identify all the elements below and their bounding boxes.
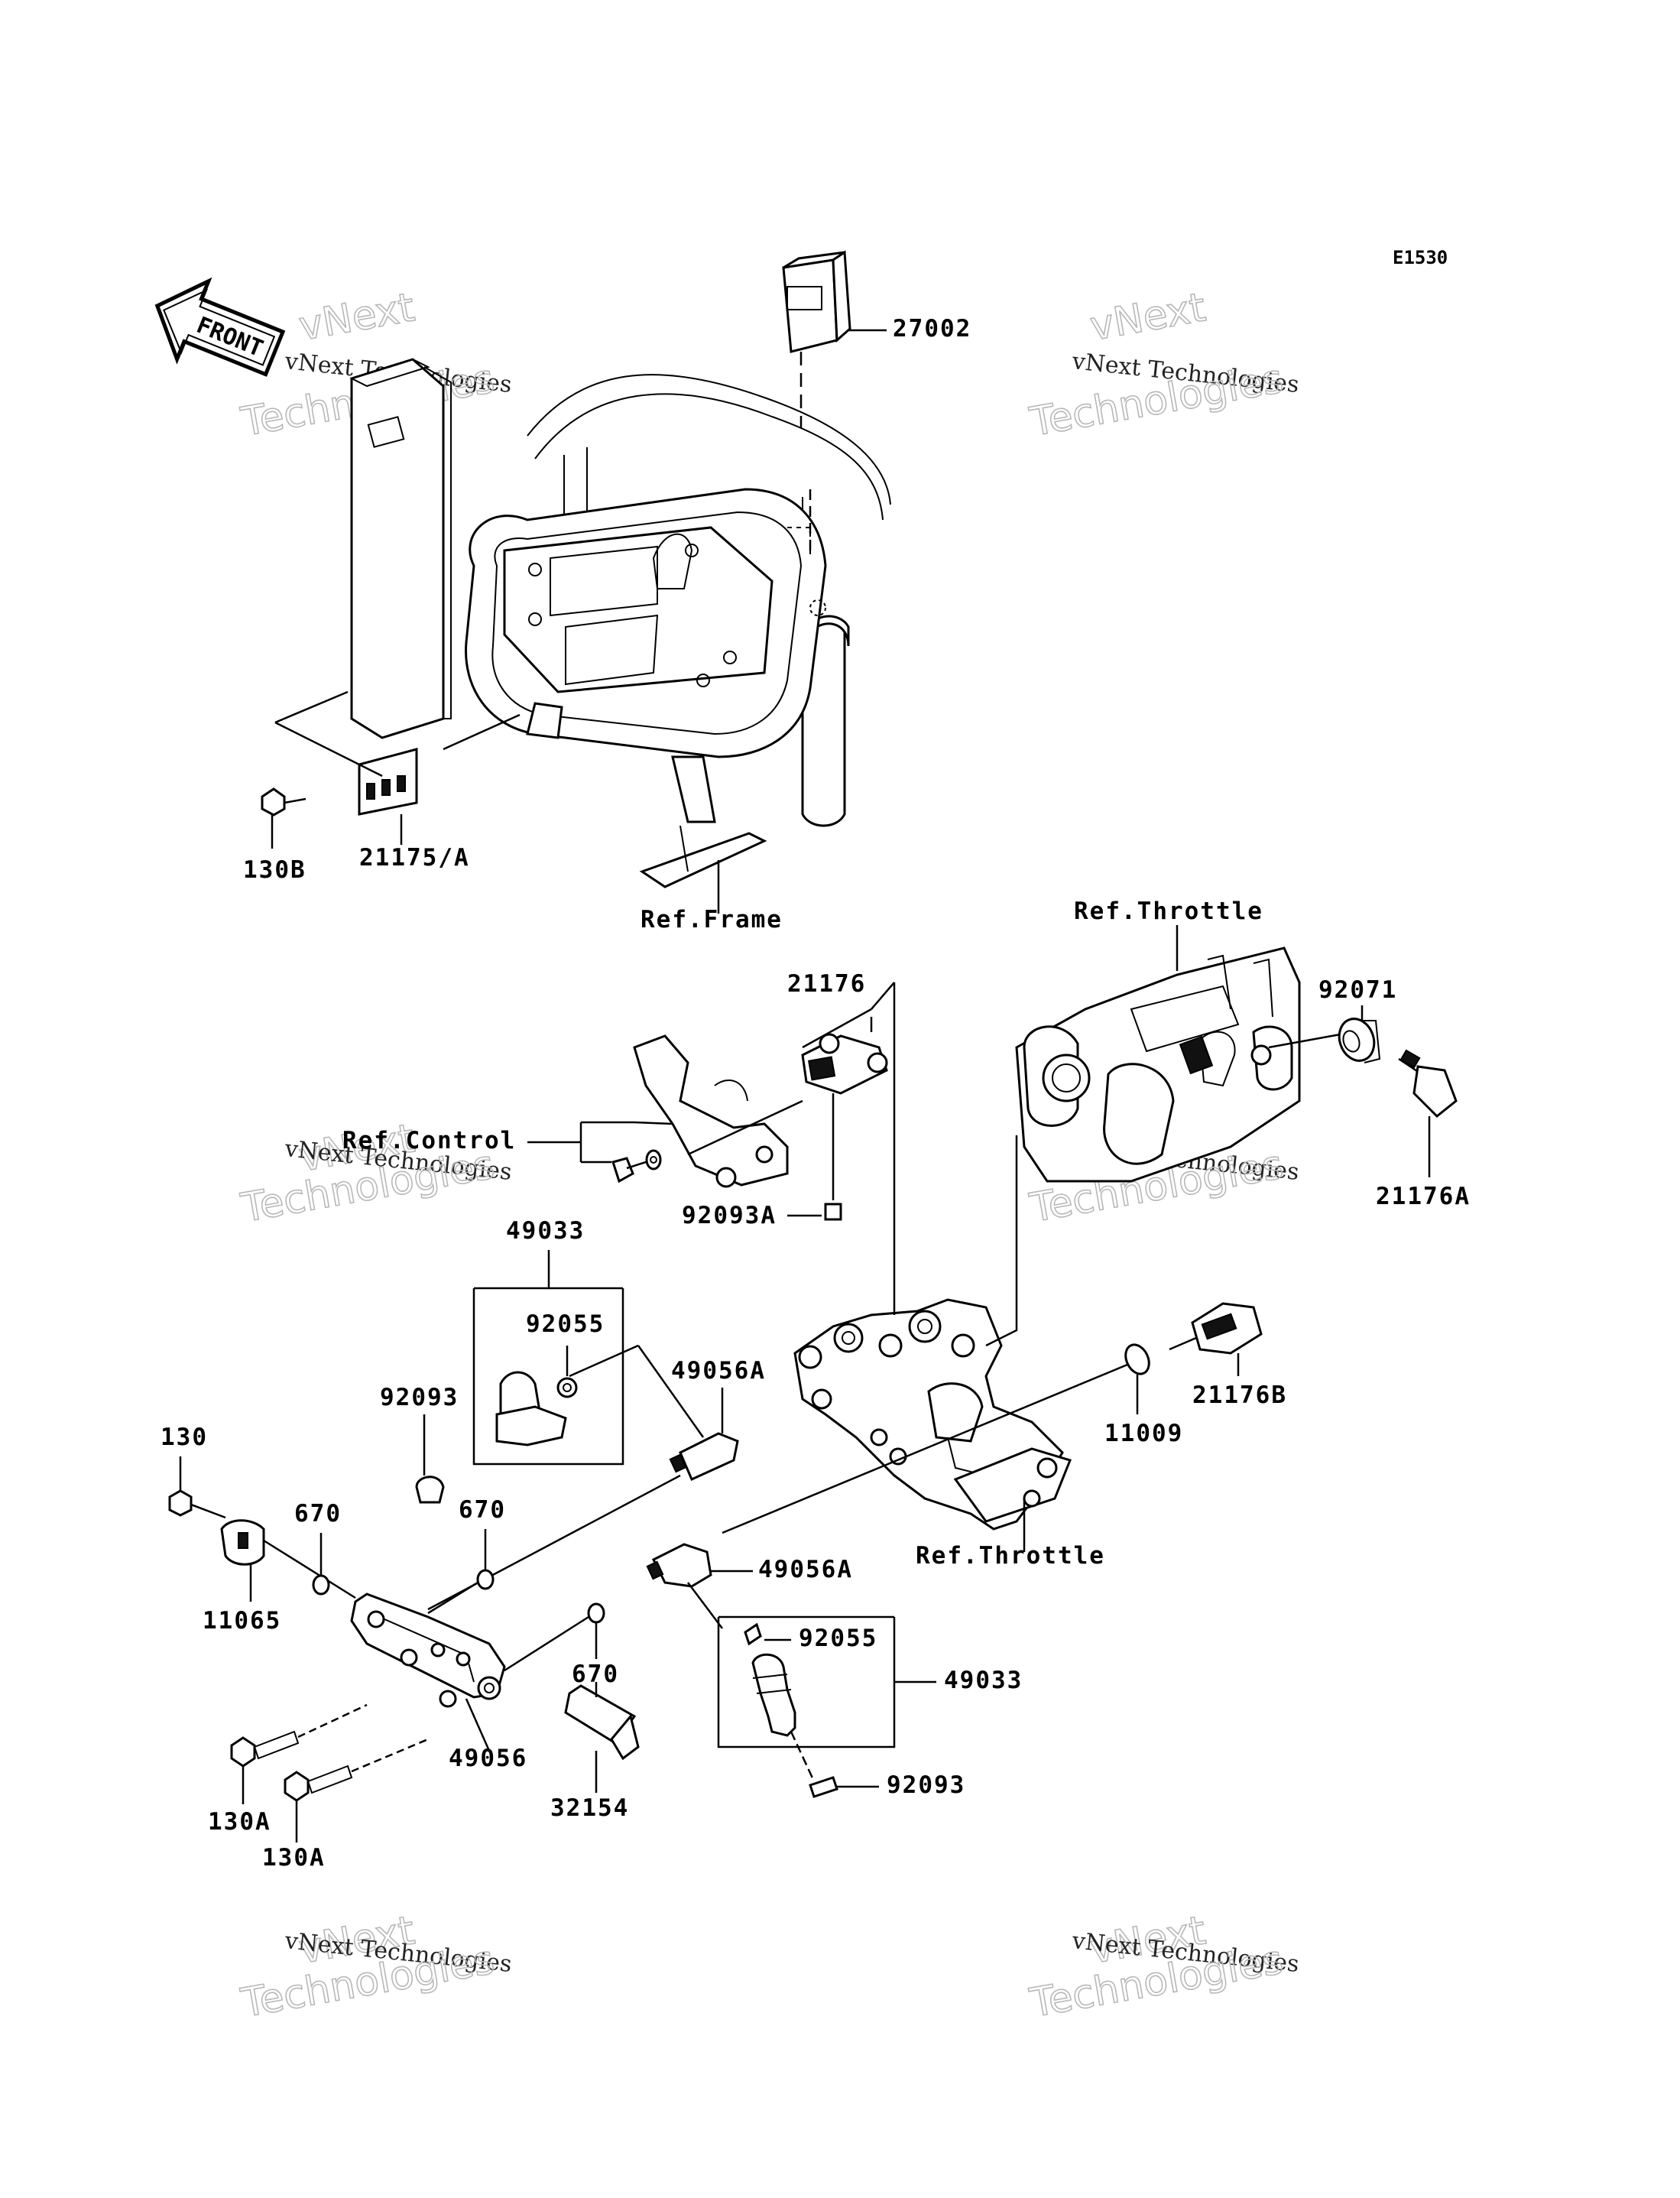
callout-670-bottom: 670 bbox=[572, 1661, 619, 1688]
injector-49033-upper-drawing bbox=[415, 1344, 639, 1504]
sensor-21176b-drawing bbox=[1169, 1302, 1263, 1376]
callout-21176a: 21176A bbox=[1376, 1183, 1471, 1210]
callout-ref-frame: Ref.Frame bbox=[641, 906, 783, 933]
callout-49033-upper: 49033 bbox=[506, 1217, 585, 1245]
watermark-bottom-left: vNext vNext Technologies Technologies bbox=[237, 1907, 513, 2028]
injector-49033-lower-drawing bbox=[744, 1622, 838, 1798]
relay-27002-drawing bbox=[782, 250, 851, 428]
svg-text:vNext: vNext bbox=[296, 284, 418, 349]
gasket-11009-drawing bbox=[1124, 1343, 1150, 1414]
bolt-130-drawing bbox=[168, 1489, 226, 1519]
leader-21176 bbox=[802, 1008, 872, 1049]
holder-49056a-upper-drawing bbox=[637, 1345, 739, 1481]
callout-130a-upper: 130A bbox=[208, 1808, 271, 1836]
callout-ref-control: Ref.Control bbox=[342, 1127, 516, 1154]
callout-92071: 92071 bbox=[1318, 976, 1397, 1004]
clamp-11065-drawing bbox=[220, 1519, 356, 1599]
leader-throttle-manifold bbox=[985, 1135, 1018, 1347]
watermark-top-right: vNext vNext Technologies Technologies bbox=[1026, 284, 1300, 446]
callout-130a-lower: 130A bbox=[262, 1844, 326, 1872]
callout-92093-lower: 92093 bbox=[887, 1771, 965, 1799]
callout-92093-upper: 92093 bbox=[380, 1384, 459, 1411]
callout-49056a-lower: 49056A bbox=[758, 1556, 853, 1583]
callout-11009: 11009 bbox=[1104, 1420, 1183, 1447]
callout-92093a: 92093A bbox=[682, 1202, 777, 1229]
svg-text:vNext: vNext bbox=[1087, 284, 1209, 349]
callout-92055-upper: 92055 bbox=[526, 1310, 605, 1338]
front-direction-arrow-icon: FRONT bbox=[154, 277, 286, 377]
callout-49056: 49056 bbox=[449, 1745, 527, 1772]
bolt-130a-upper-drawing bbox=[230, 1703, 368, 1768]
control-bracket-drawing bbox=[579, 1034, 803, 1188]
holder-49056a-lower-drawing bbox=[646, 1543, 723, 1629]
grommet-92071-drawing bbox=[1338, 1018, 1381, 1063]
callout-ref-throttle-bottom: Ref.Throttle bbox=[916, 1542, 1105, 1570]
bolt-130b-drawing bbox=[261, 787, 306, 817]
oring-670-left-drawing bbox=[312, 1574, 330, 1596]
oring-670-middle-drawing bbox=[476, 1569, 495, 1590]
callout-27002: 27002 bbox=[893, 315, 971, 343]
callout-21176: 21176 bbox=[787, 970, 866, 998]
fitting-32154-drawing bbox=[564, 1682, 640, 1761]
watermark-bottom-right: vNext vNext Technologies Technologies bbox=[1026, 1907, 1300, 2028]
leader-49056 bbox=[465, 1698, 491, 1752]
callout-32154: 32154 bbox=[550, 1794, 629, 1822]
bolt-130a-lower-drawing bbox=[284, 1738, 429, 1802]
intake-manifold-drawing bbox=[793, 1298, 1072, 1531]
callout-670-left: 670 bbox=[294, 1500, 342, 1528]
diagram-code: E1530 bbox=[1393, 247, 1448, 268]
oring-670-bottom-drawing bbox=[587, 1602, 605, 1624]
callout-49033-lower: 49033 bbox=[944, 1667, 1023, 1694]
throttle-body-drawing bbox=[1015, 946, 1354, 1183]
callout-21176b: 21176B bbox=[1192, 1381, 1287, 1409]
fuel-rail-49056-drawing bbox=[350, 1592, 506, 1708]
callout-11065: 11065 bbox=[203, 1607, 281, 1635]
leader-manifold-injector bbox=[722, 1363, 1128, 1534]
frame-rack-drawing bbox=[465, 374, 891, 888]
ecu-21175-drawing bbox=[274, 358, 521, 816]
callout-92055-lower: 92055 bbox=[799, 1625, 877, 1652]
callout-ref-throttle-top: Ref.Throttle bbox=[1074, 898, 1263, 925]
callout-670-middle: 670 bbox=[459, 1496, 506, 1524]
callout-21175a: 21175/A bbox=[359, 844, 470, 872]
callout-130b: 130B bbox=[243, 856, 306, 884]
sensor-21176-drawing bbox=[801, 1017, 888, 1221]
callout-130: 130 bbox=[161, 1424, 208, 1451]
callout-49056a-upper: 49056A bbox=[671, 1357, 766, 1385]
bracket-49033-upper bbox=[472, 1288, 624, 1466]
sensor-21176a-drawing bbox=[1398, 1049, 1458, 1177]
